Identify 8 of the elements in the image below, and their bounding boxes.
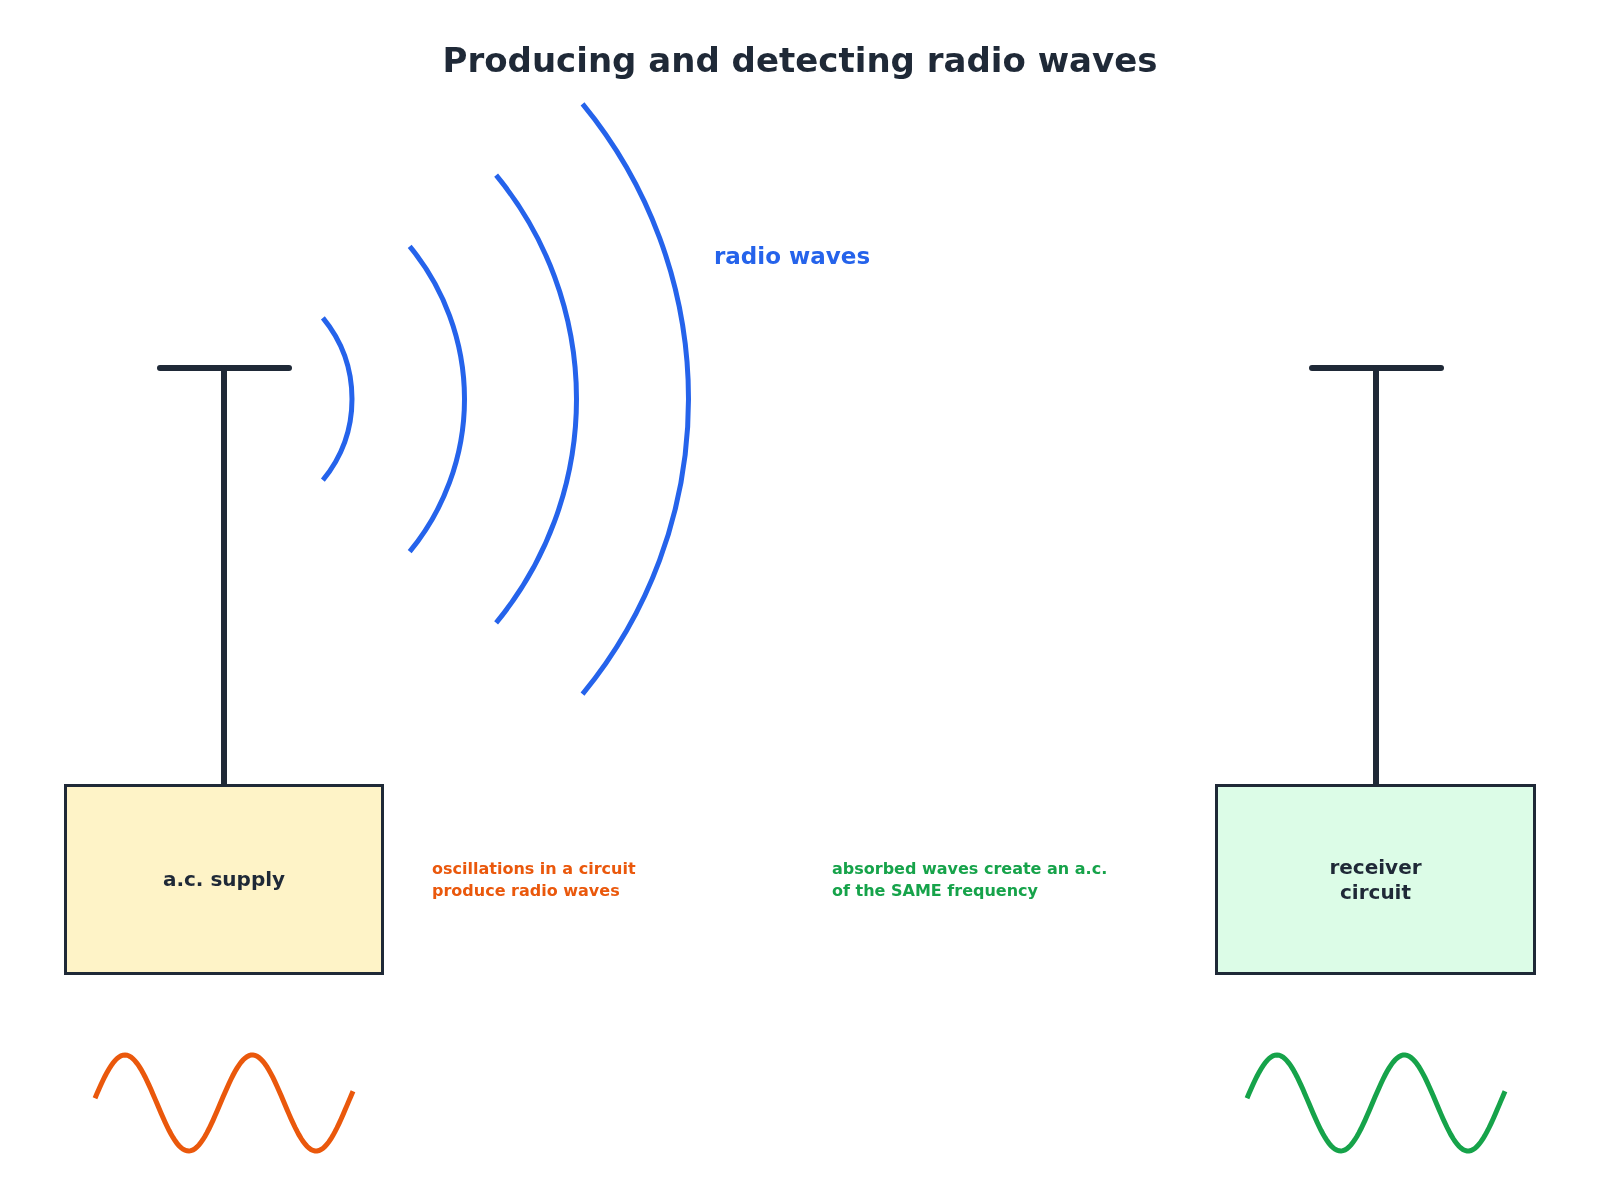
- circuit-box: [1215, 784, 1536, 975]
- box-label: receiver circuit: [1328, 854, 1423, 905]
- title: Producing and detecting radio waves: [441, 40, 1159, 80]
- annotation: oscillations in a circuit produce radio waves: [432, 858, 637, 903]
- wave-label: radio waves: [714, 242, 872, 271]
- annotation: absorbed waves create an a.c. of the SAME frequency: [832, 858, 1109, 903]
- box-label: a.c. supply: [162, 867, 286, 892]
- circuit-box: [64, 784, 384, 975]
